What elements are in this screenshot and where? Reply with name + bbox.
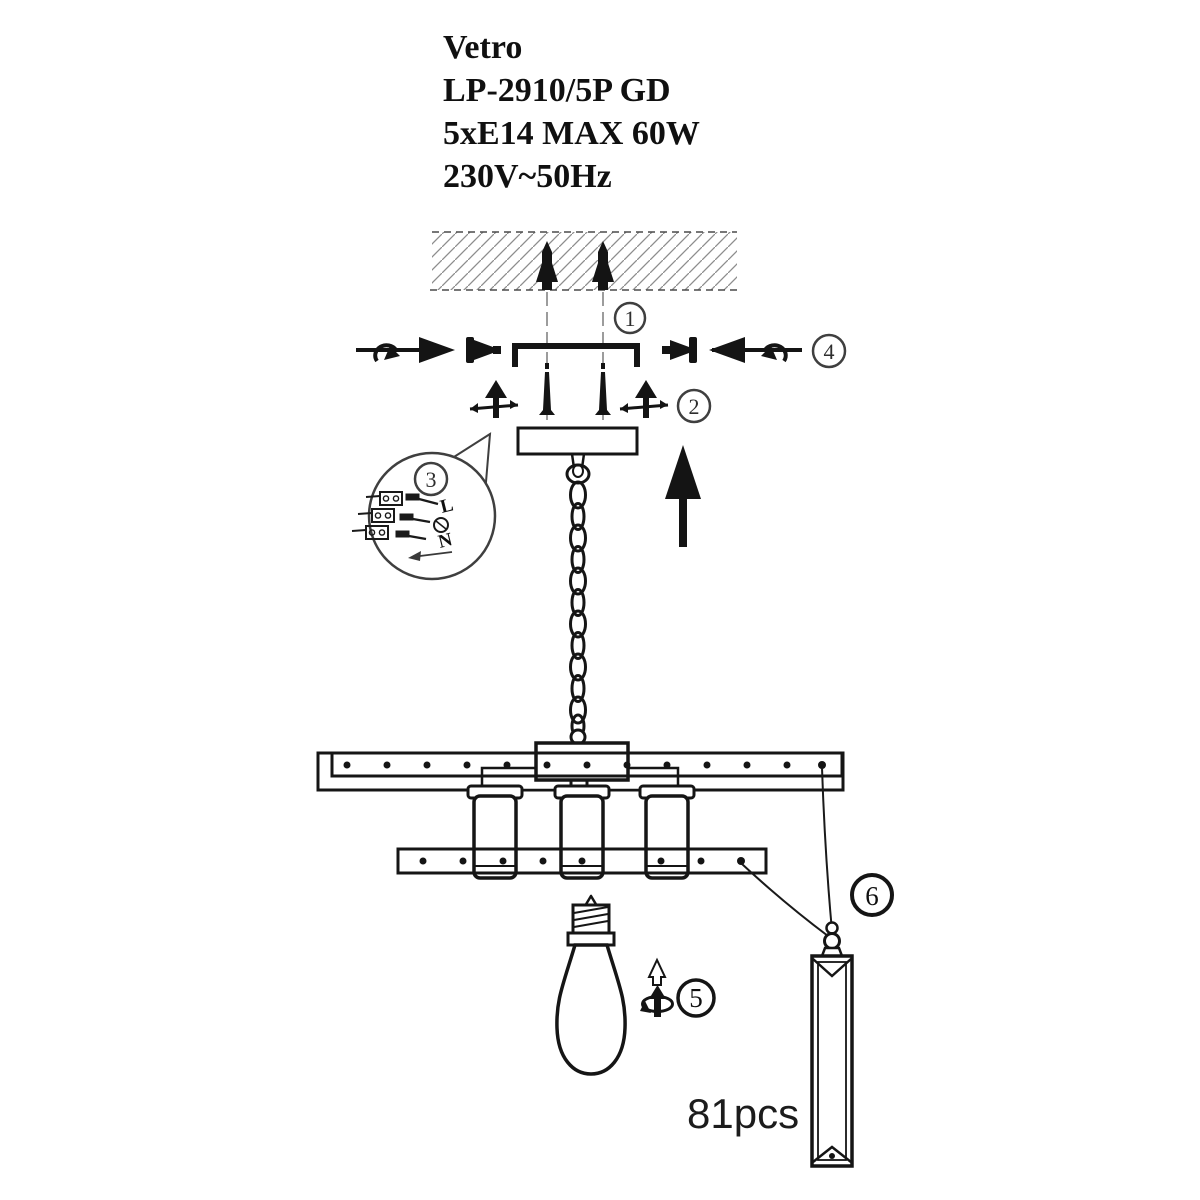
callout-5: 5 [676, 978, 716, 1018]
rotate-arrow-icon [373, 343, 398, 363]
callout-3-number: 3 [426, 467, 437, 492]
frame-top-holes [343, 761, 826, 769]
product-label: Vetro LP-2910/5P GD 5xE14 MAX 60W 230V~5… [443, 29, 700, 195]
screw-icon-left [466, 337, 501, 363]
callout-4-number: 4 [824, 339, 835, 364]
terminal-block-detail [351, 491, 439, 541]
ground-icon [433, 517, 449, 533]
model-text: LP-2910/5P GD [443, 72, 671, 109]
screw-icon-right [662, 337, 697, 363]
callout-circle-3 [413, 461, 449, 497]
ceiling-hatch-fill [432, 232, 737, 290]
ceiling-hatch [430, 231, 740, 291]
frame-hole-strip [330, 751, 844, 778]
crystal-string-top [821, 767, 833, 932]
push-arrow-left [356, 337, 455, 363]
mounting-bracket [512, 343, 640, 367]
push-arrow-right [709, 337, 802, 363]
callout-2: 2 [676, 388, 712, 424]
direction-up-icon [665, 445, 701, 547]
callout-5-number: 5 [689, 983, 703, 1013]
bulb-spec-text: 5xE14 MAX 60W [443, 115, 700, 152]
chain-mount-block [534, 741, 630, 782]
candle-socket-left [466, 784, 524, 880]
wall-anchor-icon-left [536, 241, 558, 290]
screw-in-icon-right [619, 380, 669, 418]
chandelier-frame [316, 741, 845, 880]
ceiling-canopy [516, 426, 639, 456]
callout-1-number: 1 [625, 306, 636, 331]
bracket-screw-right [595, 363, 611, 415]
hanging-chain [564, 453, 592, 753]
callout-2-number: 2 [689, 394, 700, 419]
callout-4: 4 [811, 333, 847, 369]
crystal-hook-ring [825, 921, 839, 935]
frame-lower-holes [419, 857, 745, 865]
screw-in-icon-left [469, 380, 519, 418]
live-wire-label: L [438, 494, 455, 517]
crystal-count-label: 81pcs [687, 1090, 799, 1137]
voltage-spec-text: 230V~50Hz [443, 158, 612, 195]
callout-6-number: 6 [865, 881, 879, 911]
frame-lower-rail [396, 847, 768, 875]
crystal-pendant [810, 921, 854, 1168]
wiring-balloon: 3 L N [351, 432, 497, 581]
rotate-arrow-icon [763, 343, 788, 363]
brand-text: Vetro [443, 29, 522, 66]
bracket-screw-left [539, 363, 555, 415]
callout-1: 1 [613, 301, 647, 335]
wall-anchor-icon-right [592, 241, 614, 290]
neutral-wire-label: N [436, 529, 455, 553]
candle-socket-right [638, 784, 696, 880]
balloon-circle [367, 451, 497, 581]
crystal-string-bottom [741, 863, 829, 937]
callout-6: 6 [850, 873, 894, 917]
insert-wire-arrow [408, 551, 453, 561]
screw-in-icon-bulb [640, 957, 674, 1017]
bulb-glass [555, 943, 627, 1076]
candle-socket-center [553, 784, 611, 880]
candle-bulb [555, 894, 627, 1076]
